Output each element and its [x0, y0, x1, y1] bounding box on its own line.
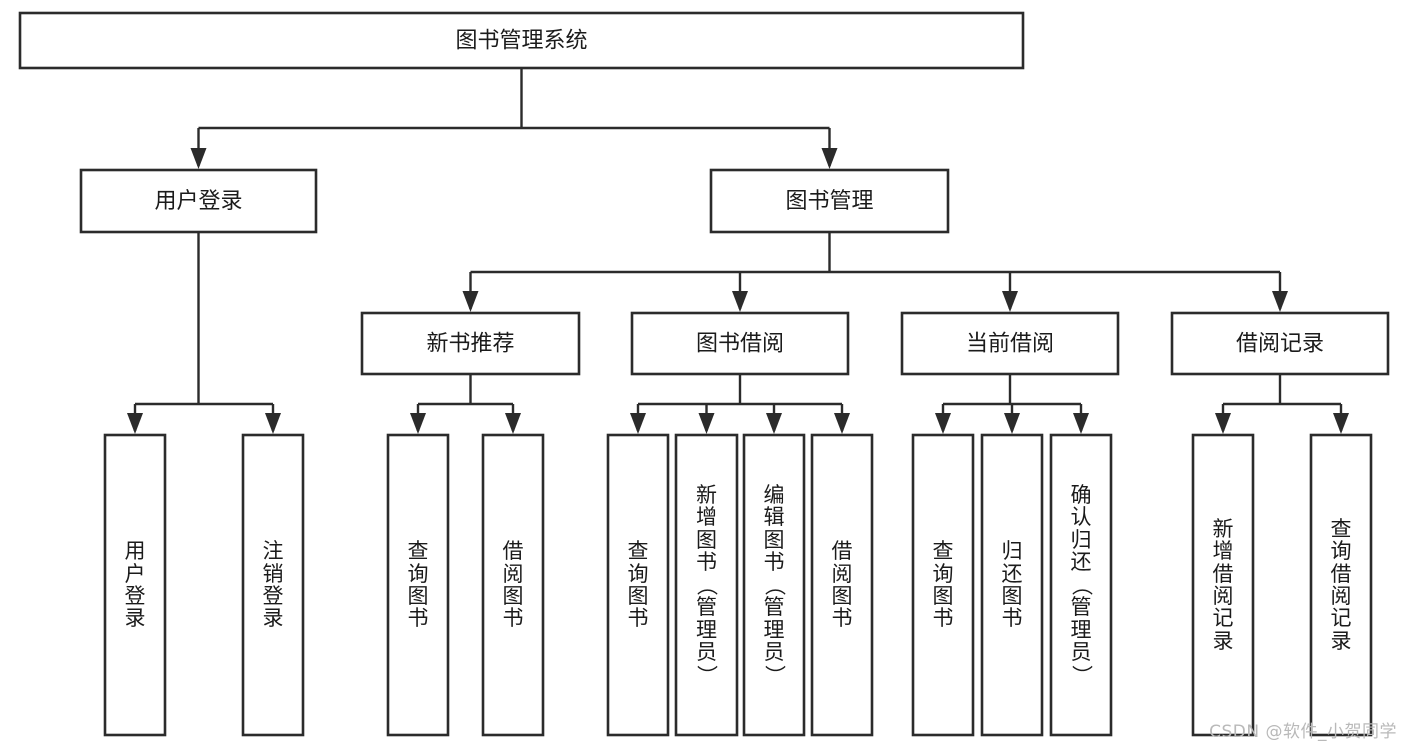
node-label-level3-1: 图书借阅	[696, 332, 784, 357]
arrow-head-icon	[127, 413, 143, 434]
arrow-head-icon	[766, 413, 782, 434]
node-box-level2-1[interactable]	[709, 168, 950, 234]
node-box-leaf-4[interactable]	[606, 433, 670, 737]
node-box-leaf-0[interactable]	[103, 433, 167, 737]
arrow-head-icon	[1073, 413, 1089, 434]
node-box-leaf-12[interactable]	[1309, 433, 1373, 737]
arrow-head-icon	[732, 291, 748, 312]
node-box-level3-0[interactable]	[360, 311, 581, 376]
node-box-layer	[18, 11, 1390, 737]
connector-layer	[127, 68, 1349, 434]
node-label-level3-0: 新书推荐	[426, 332, 514, 357]
arrow-head-icon	[698, 413, 715, 434]
arrow-head-icon	[410, 413, 426, 434]
node-box-level2-0[interactable]	[79, 168, 318, 234]
arrow-head-icon	[1004, 413, 1020, 434]
node-box-leaf-10[interactable]	[1049, 433, 1113, 737]
node-box-level3-1[interactable]	[630, 311, 850, 376]
arrow-head-icon	[935, 413, 951, 434]
arrow-head-icon	[1002, 291, 1018, 312]
arrow-head-icon	[505, 413, 521, 434]
node-label-level3-2: 当前借阅	[966, 332, 1054, 357]
node-box-leaf-1[interactable]	[241, 433, 305, 737]
arrow-head-icon	[834, 413, 850, 434]
node-box-leaf-6[interactable]	[742, 433, 806, 737]
node-box-root[interactable]	[18, 11, 1025, 70]
arrow-head-icon	[190, 148, 207, 169]
node-label-root: 图书管理系统	[455, 29, 587, 54]
node-box-level3-3[interactable]	[1170, 311, 1390, 376]
node-box-leaf-11[interactable]	[1191, 433, 1255, 737]
node-box-level3-2[interactable]	[900, 311, 1120, 376]
arrow-head-icon	[1333, 413, 1349, 434]
arrow-head-icon	[821, 148, 838, 169]
node-box-leaf-3[interactable]	[481, 433, 545, 737]
arrow-head-icon	[462, 291, 479, 312]
node-label-level2-0: 用户登录	[154, 189, 242, 214]
arrow-head-icon	[630, 413, 646, 434]
node-box-leaf-9[interactable]	[980, 433, 1044, 737]
arrow-head-icon	[265, 413, 281, 434]
arrow-head-icon	[1272, 291, 1288, 312]
node-box-leaf-5[interactable]	[674, 433, 739, 737]
node-box-leaf-2[interactable]	[386, 433, 450, 737]
node-label-level2-1: 图书管理	[785, 189, 873, 214]
node-box-leaf-7[interactable]	[810, 433, 874, 737]
node-box-leaf-8[interactable]	[911, 433, 975, 737]
arrow-head-icon	[1215, 413, 1231, 434]
node-label-level3-3: 借阅记录	[1236, 332, 1324, 357]
